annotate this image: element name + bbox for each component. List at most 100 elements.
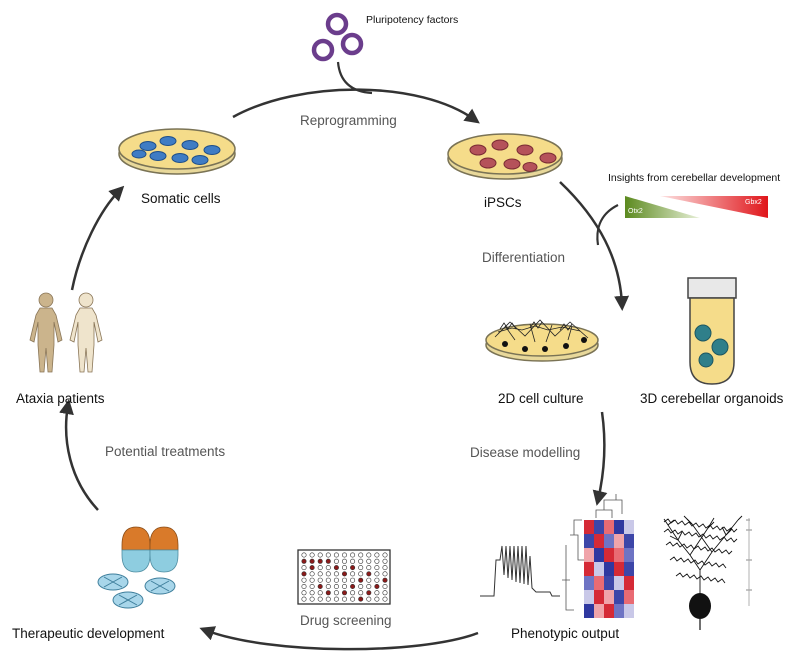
plate-well (325, 583, 331, 589)
plate-well (366, 565, 372, 571)
somatic-cell (203, 145, 221, 155)
plate-well (374, 558, 380, 564)
plate-well (317, 583, 323, 589)
patient-figures-icon (29, 292, 103, 373)
plate-well (333, 565, 339, 571)
plate-well (301, 577, 307, 583)
purkinje-cell-icon (662, 515, 752, 630)
plate-well (341, 583, 347, 589)
plate-well (301, 583, 307, 589)
plate-well (317, 565, 323, 571)
plate-well (366, 558, 372, 564)
plate-well (317, 552, 323, 558)
somatic-cells-label: Somatic cells (141, 191, 221, 206)
plate-well (309, 596, 315, 602)
plate-well (358, 552, 364, 558)
plate-well (350, 565, 356, 571)
plate-well (341, 558, 347, 564)
patient-figure (69, 292, 103, 373)
organoid (711, 338, 729, 356)
plate-well (325, 552, 331, 558)
ipsc-cell (479, 157, 497, 169)
somatic-cell (171, 153, 189, 163)
plate-well (382, 577, 388, 583)
plate-well (301, 590, 307, 596)
plate-well (374, 590, 380, 596)
ipscs-label: iPSCs (484, 195, 522, 210)
ipsc-cell (539, 152, 557, 164)
drug-screening-step-label: Drug screening (300, 613, 392, 628)
plate-well (333, 552, 339, 558)
somatic-cell (149, 151, 167, 161)
plate-well (350, 596, 356, 602)
plate-well (374, 596, 380, 602)
phenotypic-output-label: Phenotypic output (511, 626, 620, 641)
neuron-soma (581, 337, 587, 343)
drug-screening-plate-icon (297, 549, 391, 605)
ipsc-dish-icon (447, 133, 563, 180)
disease-modelling-step-label: Disease modelling (470, 445, 581, 460)
plate-well (382, 571, 388, 577)
plate-well (325, 596, 331, 602)
plate-well (350, 590, 356, 596)
plate-well (350, 558, 356, 564)
capsule-left (121, 526, 151, 573)
3d-organoids-label: 3D cerebellar organoids (640, 391, 784, 406)
ipsc-cell (469, 144, 487, 156)
plate-well (333, 596, 339, 602)
2d-culture-dish-icon (485, 319, 599, 362)
somatic-cell (139, 141, 157, 151)
plate-well (350, 577, 356, 583)
plate-well (341, 577, 347, 583)
arrow-disease-modelling (592, 411, 608, 506)
differentiation-step-label: Differentiation (482, 250, 566, 265)
plate-well (374, 583, 380, 589)
plate-well (358, 596, 364, 602)
plate-well (317, 590, 323, 596)
plate-well (301, 565, 307, 571)
plate-well (366, 571, 372, 577)
plate-well (325, 571, 331, 577)
plate-well (382, 565, 388, 571)
plate-well (325, 558, 331, 564)
plate-well (358, 571, 364, 577)
organoid (698, 352, 714, 368)
arrow-pluripotency-in (336, 61, 373, 95)
neuron-soma (542, 346, 548, 352)
plate-well (374, 571, 380, 577)
plate-well (350, 583, 356, 589)
plate-well (309, 577, 315, 583)
factor-ring (340, 32, 364, 56)
factor-ring (311, 38, 335, 62)
plate-well (341, 590, 347, 596)
plate-well (366, 596, 372, 602)
electrophysiology-trace-icon (480, 545, 560, 597)
plate-well (374, 577, 380, 583)
therapeutic-development-label: Therapeutic development (12, 626, 165, 641)
plate-well (382, 583, 388, 589)
plate-well (325, 565, 331, 571)
organoid-tube-icon (687, 277, 737, 385)
gbx2-label: Gbx2 (745, 199, 762, 206)
pill-capsule-icons (97, 526, 179, 609)
somatic-cell (191, 155, 209, 165)
factor-ring (325, 12, 349, 36)
plate-well (309, 558, 315, 564)
ataxia-patients-label: Ataxia patients (16, 391, 105, 406)
plate-well (309, 590, 315, 596)
plate-well (366, 552, 372, 558)
plate-well (333, 577, 339, 583)
capsule-right (149, 526, 179, 573)
plate-well (309, 565, 315, 571)
reprogramming-step-label: Reprogramming (300, 113, 397, 128)
plate-well (350, 552, 356, 558)
plate-well (301, 596, 307, 602)
arrow-insights-in (596, 204, 619, 246)
plate-well (350, 571, 356, 577)
plate-well (309, 583, 315, 589)
plate-well (382, 552, 388, 558)
plate-wells (301, 552, 388, 602)
arrow-differentiation (559, 181, 630, 311)
organoid (694, 324, 712, 342)
plate-well (301, 558, 307, 564)
